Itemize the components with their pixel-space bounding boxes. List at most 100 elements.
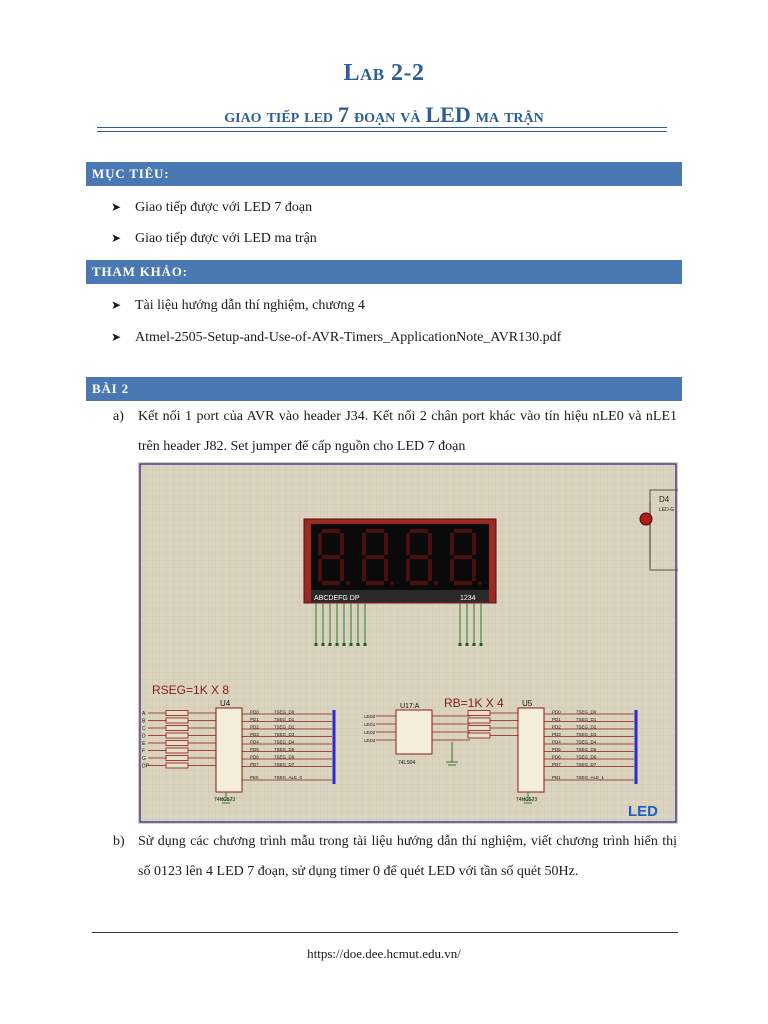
subtitle-part: 7 [338,102,350,127]
output-signal-label: 7SEG_D1 [274,717,295,722]
led-d4-icon [639,512,653,526]
input-label: A [142,711,146,717]
d4-sub: LED-G [659,507,674,513]
u17-input-label: LED1 [364,722,376,727]
output-signal-label: 7SEG_D6 [576,755,597,760]
resistor [165,762,189,769]
objectives-heading: MỤC TIÊU: [86,162,682,186]
display-pins [314,603,483,646]
output-signal-label: 7SEG_D7 [274,762,295,767]
d4-label: D4 [659,495,670,504]
list-item-text: Giao tiếp được với LED 7 đoạn [135,200,313,215]
output-signal-label: 7SEG_D4 [274,740,295,745]
exercise-part-b: b) Sử dụng các chương trình mẫu trong tà… [113,827,677,887]
subtitle-part: ma trận [470,105,544,127]
output-pin-label: PD7 [250,762,259,767]
arrow-bullet-icon: ➤ [111,298,122,312]
output-signal-label: 7SEG_D7 [576,762,597,767]
resistor [467,717,491,724]
resistor [165,740,189,746]
le-pin-label: PE0 [250,775,259,780]
u17-label: U17:A [400,703,420,710]
output-pin-label: PD3 [250,732,259,737]
display-digits [318,529,482,585]
le-pin-label: PB1 [552,775,561,780]
resistor [165,732,189,739]
part-b-label: b) [113,834,125,849]
output-signal-label: 7SEG_D0 [576,710,597,715]
output-pin-label: PD0 [552,710,561,715]
input-label: B [142,719,146,725]
output-signal-label: 7SEG_D5 [274,747,295,752]
rb-label: RB=1K X 4 [444,696,504,710]
proteus-schematic: D4 LED-G ABCDEFG DP 1234 RSEG=1K X 8 ABC… [138,462,678,824]
output-pin-label: PD2 [250,725,259,730]
output-pin-label: PD7 [552,762,561,767]
list-item: ➤ Giao tiếp được với LED ma trận [111,231,317,247]
display-digit-numbers: 1234 [460,595,476,602]
resistor [467,725,491,731]
resistor [467,732,491,739]
title-rule [97,127,667,128]
display-pins-label: ABCDEFG DP [314,595,360,602]
lab-title: Lab 2-2 [343,60,425,86]
list-item-text: Atmel-2505-Setup-and-Use-of-AVR-Timers_A… [135,330,562,345]
list-item: ➤ Atmel-2505-Setup-and-Use-of-AVR-Timers_… [111,330,561,346]
output-signal-label: 7SEG_D5 [576,747,597,752]
u17-part: 74LS04 [398,760,415,766]
output-pin-label: PD6 [552,755,561,760]
input-label: C [142,726,146,732]
input-label: G [142,756,146,762]
exercise-part-a: a) Kết nối 1 port của AVR vào header J34… [113,402,677,462]
output-pin-label: PD1 [552,717,561,722]
title-rule [97,131,667,132]
output-pin-label: PD5 [250,747,259,752]
resistor [467,710,491,716]
resistor [165,710,189,716]
output-pin-label: PD3 [552,732,561,737]
output-signal-label: 7SEG_D6 [274,755,295,760]
resistor [165,717,189,724]
lab-subtitle: giao tiếp led 7 đoạn và LED ma trận [0,102,768,128]
list-item: ➤ Tài liệu hướng dẫn thí nghiệm, chương 4 [111,298,365,314]
list-item: ➤ Giao tiếp được với LED 7 đoạn [111,200,312,216]
resistor [165,747,189,754]
input-label: DP [142,764,150,770]
seven-seg-digit [362,529,394,585]
subtitle-part: đoạn và [349,105,426,127]
rseg-label: RSEG=1K X 8 [152,683,229,697]
u17-input-label: LED2 [364,730,376,735]
seven-seg-digit [406,529,438,585]
part-a-text: Kết nối 1 port của AVR vào header J34. K… [138,409,677,454]
list-item-text: Giao tiếp được với LED ma trận [135,231,317,246]
led-d4: D4 LED-G [639,489,678,571]
resistor [165,755,189,761]
arrow-bullet-icon: ➤ [111,231,122,245]
subtitle-part: LED [425,102,471,127]
u17-input-label: LED3 [364,738,376,743]
resistor [165,725,189,731]
output-pin-label: PD5 [552,747,561,752]
u17-input-label: LED0 [364,714,376,719]
arrow-bullet-icon: ➤ [111,200,122,214]
footer-rule [92,932,678,933]
input-label: F [142,749,145,755]
list-item-text: Tài liệu hướng dẫn thí nghiệm, chương 4 [135,298,365,313]
exercise-heading: BÀI 2 [86,377,682,401]
references-heading: THAM KHẢO: [86,260,682,284]
output-pin-label: PD0 [250,710,259,715]
output-signal-label: 7SEG_D2 [576,725,597,730]
input-label: E [142,741,146,747]
arrow-bullet-icon: ➤ [111,330,122,344]
output-signal-label: 7SEG_D0 [274,710,295,715]
seven-seg-digit [450,529,482,585]
output-pin-label: PD1 [250,717,259,722]
output-pin-label: PD4 [250,740,259,745]
latch-chip [215,707,243,793]
seven-segment-display: ABCDEFG DP 1234 [303,518,497,604]
led-group-label: LED [628,803,658,820]
subtitle-part: giao tiếp led [224,105,339,127]
footer-url[interactable]: https://doe.dee.hcmut.edu.vn/ [307,946,461,961]
